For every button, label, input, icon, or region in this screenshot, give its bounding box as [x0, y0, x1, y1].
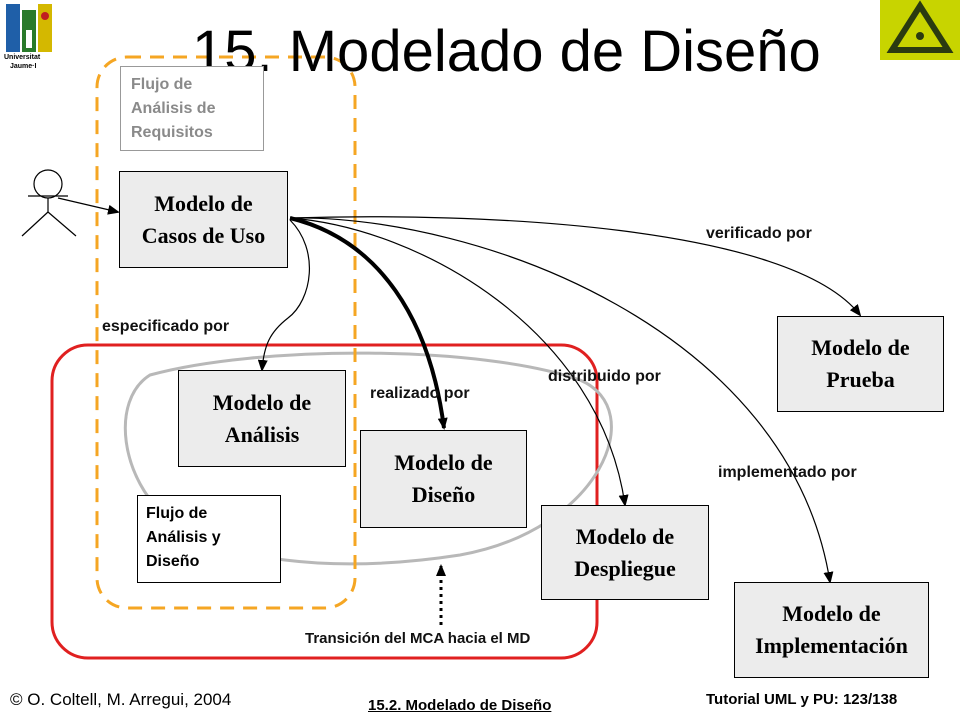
box-line: Modelo de — [575, 523, 675, 549]
footer-section: 15.2. Modelado de Diseño — [368, 697, 552, 714]
box-line: Prueba — [826, 367, 895, 392]
actor-association-arrow — [57, 197, 120, 215]
label-transicion: Transición del MCA hacia el MD — [305, 630, 531, 647]
label-realizado: realizado por — [370, 385, 470, 402]
box-line: Modelo de — [394, 450, 493, 475]
arrow-especificado — [257, 219, 310, 372]
box-line: Modelo de — [154, 190, 253, 216]
note-line: Requisitos — [131, 124, 213, 141]
box-line: Casos de Uso — [141, 222, 266, 248]
box-modelo-prueba: Modelo de Prueba — [777, 316, 944, 412]
note-flujo-requisitos: Flujo de Análisis de Requisitos — [120, 66, 264, 151]
arrow-verificado — [289, 216, 862, 317]
label-implementado: implementado por — [718, 464, 857, 481]
uji-logo-text-line1: Universitat — [4, 54, 41, 61]
stick-figure-actor-icon — [21, 169, 77, 237]
box-modelo-diseno: Modelo de Diseño — [360, 430, 527, 528]
uji-logo-icon: Universitat Jaume·I — [4, 2, 62, 74]
arrow-realizado — [289, 216, 448, 430]
box-line: Despliegue — [574, 555, 676, 581]
label-distribuido: distribuido por — [548, 368, 661, 385]
triangle-emblem-icon — [880, 0, 960, 60]
box-modelo-analisis: Modelo de Análisis — [178, 370, 346, 467]
orange-dashed-region — [95, 55, 357, 610]
arrow-distribuido — [289, 217, 629, 507]
footer-tutorial: Tutorial UML y PU: 123/138 — [706, 691, 898, 708]
note-flujo-analisis-diseno: Flujo de Análisis y Diseño — [137, 495, 281, 583]
box-line: Modelo de — [811, 335, 910, 360]
box-modelo-despliegue: Modelo de Despliegue — [541, 505, 709, 600]
box-line: Diseño — [411, 482, 476, 507]
note-line: Flujo de — [131, 76, 193, 93]
red-region — [50, 343, 599, 660]
box-line: Modelo de — [212, 389, 312, 415]
box-line: Modelo de — [782, 601, 881, 626]
note-line: Análisis y — [146, 529, 221, 546]
label-verificado: verificado por — [706, 225, 812, 242]
label-especificado: especificado por — [102, 318, 230, 335]
box-modelo-implementacion: Modelo de Implementación — [734, 582, 929, 678]
arrow-implementado — [289, 217, 834, 584]
box-line: Implementación — [755, 633, 908, 658]
box-modelo-casos-de-uso: Modelo de Casos de Uso — [119, 171, 288, 268]
note-line: Diseño — [146, 553, 200, 570]
uji-logo-text-line2: Jaume·I — [10, 63, 37, 70]
note-line: Flujo de — [146, 505, 208, 522]
note-line: Análisis de — [131, 100, 216, 117]
slide-title: 15. Modelado de Diseño — [192, 19, 821, 84]
box-line: Análisis — [224, 421, 300, 447]
footer-copyright: © O. Coltell, M. Arregui, 2004 — [10, 690, 232, 709]
